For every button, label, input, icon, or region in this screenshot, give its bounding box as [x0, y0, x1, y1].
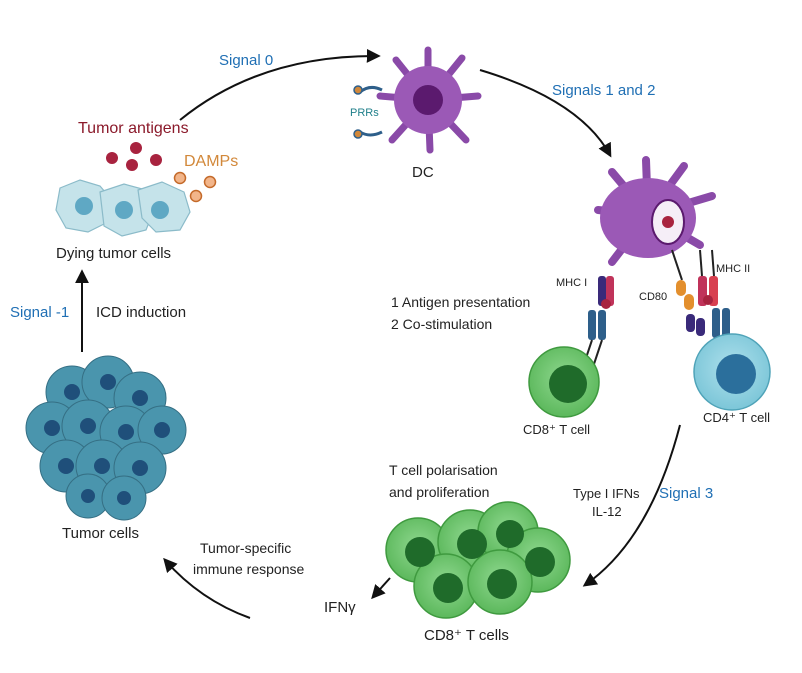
dc-nucleus — [413, 85, 443, 115]
tumor-cells-label: Tumor cells — [62, 525, 139, 542]
il12-label: IL-12 — [592, 504, 622, 519]
prrs-label: PRRs — [350, 107, 379, 119]
dendritic-cell-presenting — [594, 156, 716, 266]
cycle-arrows — [75, 48, 681, 619]
arrow-ifng — [371, 577, 391, 600]
polarisation-label-line2: and proliferation — [389, 484, 489, 500]
cd8-t-cell — [528, 346, 600, 418]
arrow-signal-3 — [582, 424, 681, 587]
dc-label: DC — [412, 164, 434, 181]
tumor-specific-label-line2: immune response — [193, 561, 304, 577]
tumor-antigen-dots — [106, 142, 162, 171]
signal-3-label: Signal 3 — [659, 485, 713, 502]
dc-antigen — [662, 216, 674, 228]
signal-0-label: Signal 0 — [219, 52, 273, 69]
dendritic-cell — [376, 46, 482, 154]
ifng-label: IFNγ — [324, 599, 356, 616]
icd-induction-label: ICD induction — [96, 304, 186, 321]
arrow-signals-1-2 — [479, 69, 612, 158]
cd8-t-cells-label: CD8⁺ T cells — [424, 627, 509, 644]
mhc1-complex — [583, 276, 614, 365]
cd8-t-cell-label: CD8⁺ T cell — [523, 422, 590, 437]
dying-tumor-cells — [55, 142, 217, 237]
signals-1-2-label: Signals 1 and 2 — [552, 82, 655, 99]
mhc1-label: MHC I — [556, 277, 587, 289]
tumor-specific-label-line1: Tumor-specific — [200, 540, 291, 556]
co-stimulation-label: 2 Co-stimulation — [391, 316, 492, 332]
tumor-antigens-label: Tumor antigens — [78, 120, 189, 137]
prr-receptors — [353, 85, 383, 139]
damp-dots — [173, 171, 217, 203]
cd4-t-cell — [693, 333, 771, 411]
tumor-cell-cluster — [25, 355, 187, 521]
type-ifns-label: Type I IFNs — [573, 486, 640, 501]
arrow-tumor-specific — [163, 557, 251, 619]
dying-tumor-cells-label: Dying tumor cells — [56, 245, 171, 262]
cd8-t-cell-cluster — [385, 501, 571, 619]
signal-minus-1-label: Signal -1 — [10, 304, 69, 321]
cd80-complex — [671, 249, 705, 336]
cd80-label: CD80 — [639, 291, 667, 303]
damps-label: DAMPs — [184, 153, 238, 170]
arrow-signal-0 — [179, 48, 381, 121]
polarisation-label-line1: T cell polarisation — [389, 462, 498, 478]
antigen-presentation-label: 1 Antigen presentation — [391, 294, 530, 310]
mhc2-label: MHC II — [716, 263, 750, 275]
cd4-t-cell-label: CD4⁺ T cell — [703, 410, 770, 425]
